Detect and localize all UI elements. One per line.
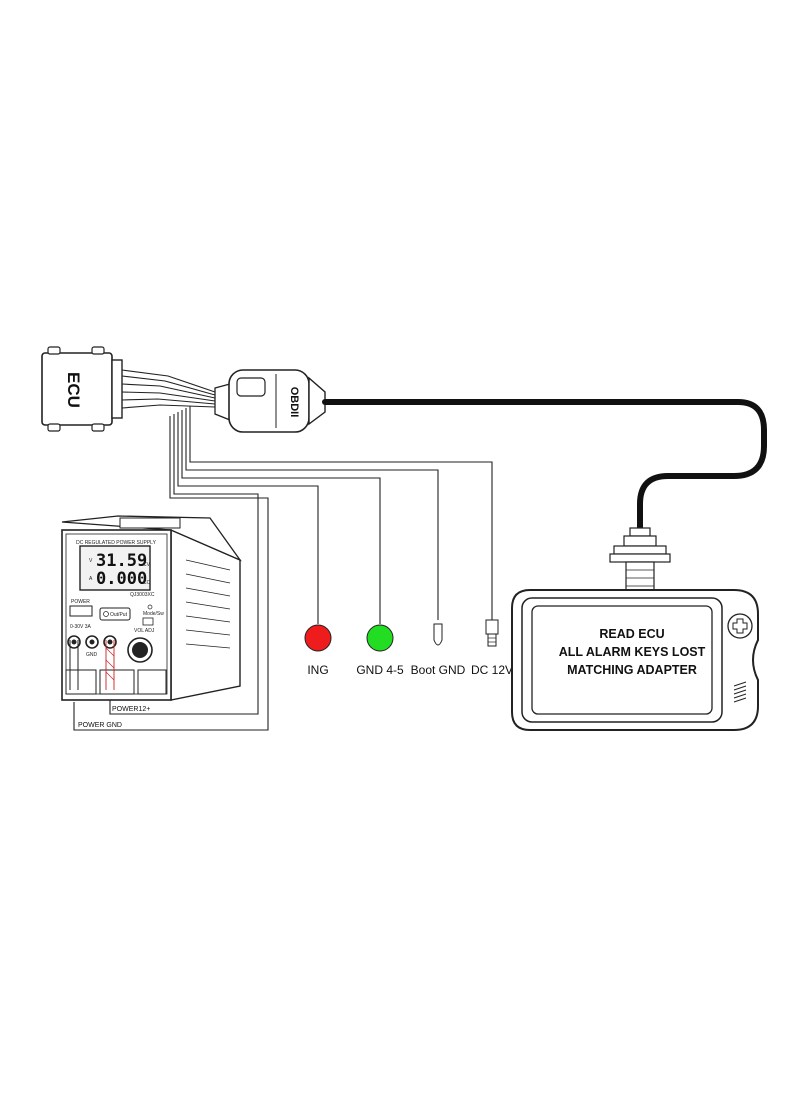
psu-display	[79, 545, 151, 591]
device-line3: MATCHING ADAPTER	[567, 663, 697, 677]
ecu-module: ECU	[41, 346, 123, 432]
psu-vol-adj: VOL ADJ	[134, 628, 155, 634]
gnd45-label: GND 4-5	[356, 663, 404, 677]
psu-header: DC REGULATED POWER SUPPLY	[76, 540, 156, 546]
device-line1: READ ECU	[599, 627, 664, 641]
psu-model: QJ3003XC	[130, 592, 155, 598]
gnd45-indicator	[366, 624, 394, 652]
power-supply: DC REGULATED POWER SUPPLY V 31.59 CV A 0…	[61, 515, 242, 701]
psu-current: 0.000	[96, 569, 147, 589]
psu-a-unit: A	[89, 576, 93, 582]
ecu-cable-bundle	[121, 369, 216, 409]
tablet-screen	[531, 605, 713, 715]
psu-voltage: 31.59	[96, 551, 147, 571]
db-connector	[609, 527, 671, 593]
tablet-device: READ ECU ALL ALARM KEYS LOST MATCHING AD…	[511, 589, 759, 731]
obd-connector: OBDII	[214, 369, 326, 433]
psu-indicator-icon	[147, 604, 153, 610]
psu-output-button[interactable]	[99, 607, 131, 621]
main-cable	[322, 399, 767, 533]
dpad-icon[interactable]	[727, 613, 753, 639]
power-gnd-label: POWER GND	[78, 722, 122, 729]
ecu-label: ECU	[64, 372, 83, 408]
signal-wires	[73, 406, 493, 731]
dc12v-label: DC 12V	[471, 663, 513, 677]
dc-jack-icon	[485, 619, 499, 647]
ing-label: ING	[307, 663, 328, 677]
psu-power-label: POWER	[71, 599, 90, 605]
power-plus-label: POWER12+	[112, 706, 150, 713]
psu-gnd-label: GND	[86, 652, 98, 658]
psu-output-label: Out/Put	[110, 612, 128, 618]
psu-cv: CV	[143, 562, 151, 568]
boot-gnd-label: Boot GND	[411, 663, 466, 677]
psu-v-unit: V	[89, 558, 93, 564]
psu-cc: CC	[143, 580, 151, 586]
psu-modes: Mode/Sw	[143, 611, 164, 617]
psu-mode-switch[interactable]	[142, 617, 154, 626]
ing-indicator	[304, 624, 332, 652]
psu-range: 0-30V 3A	[70, 624, 92, 630]
boot-gnd-probe-icon	[433, 623, 443, 646]
device-line2: ALL ALARM KEYS LOST	[559, 645, 706, 659]
speaker-grille	[733, 681, 747, 703]
obd-label: OBDII	[288, 387, 300, 418]
psu-power-switch[interactable]	[69, 605, 93, 617]
